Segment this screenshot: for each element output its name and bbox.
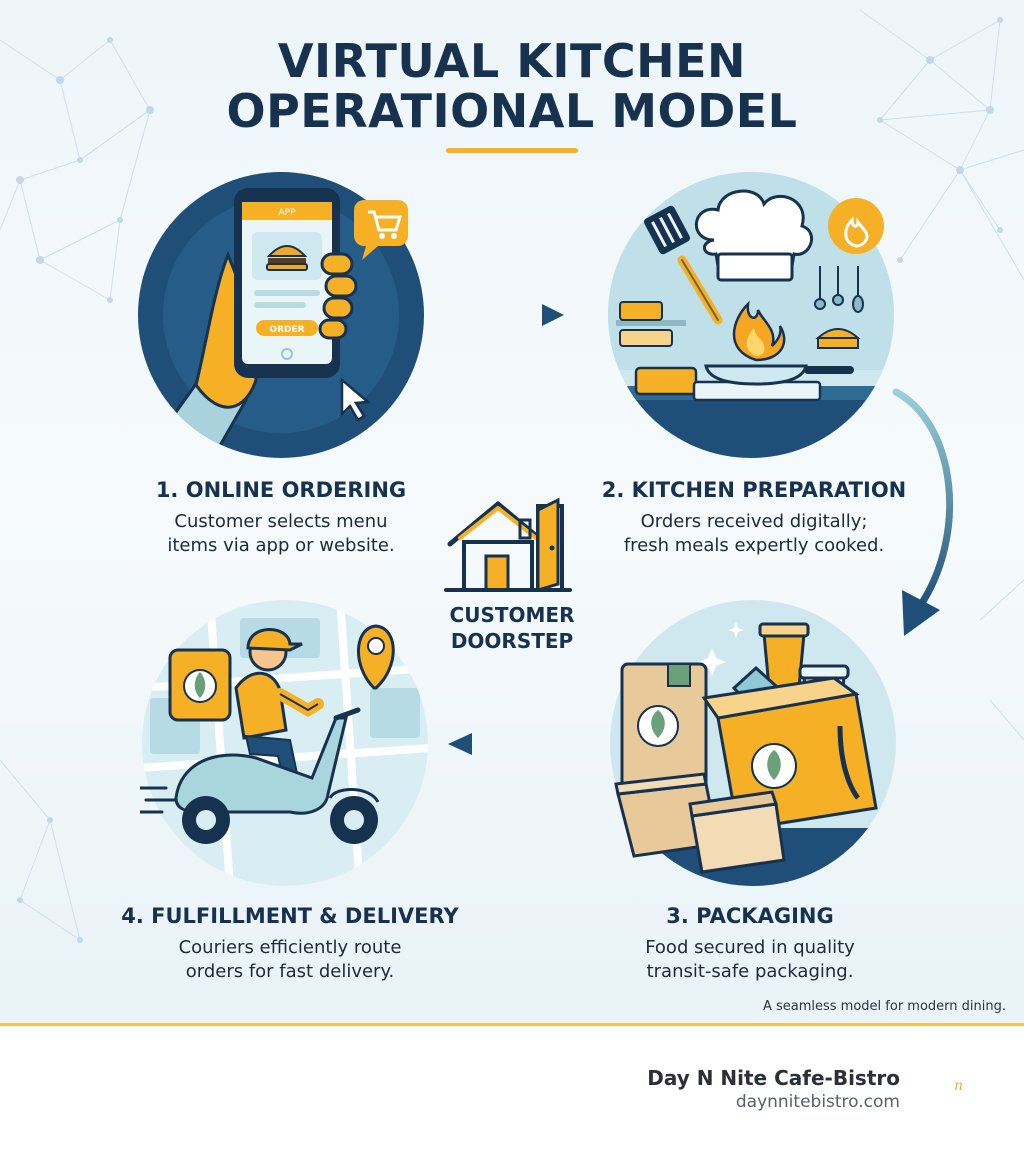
step-3-desc-line-2: transit-safe packaging. [646,961,854,982]
network-background [0,9,1024,943]
footer-divider [0,1023,1024,1026]
step-4-title: 4. FULFILLMENT & DELIVERY [121,904,459,928]
food-box-icon [614,772,786,874]
brand-url[interactable]: daynnitebistro.com [735,1092,900,1112]
step-3-desc-line-1: Food secured in quality [645,937,855,958]
brand-logo-mark: n [954,1078,964,1094]
doorstep-line-2: DOORSTEP [450,629,574,653]
step-2-desc-line-2: fresh meals expertly cooked. [623,535,885,556]
step-2-illustration [606,170,896,460]
house-icon [444,497,572,593]
delivery-bag-icon [168,648,232,722]
cart-icon [354,200,408,260]
cursor-icon [340,377,372,422]
step-3-description: Food secured in quality transit-safe pac… [600,936,900,984]
step-1-title: 1. ONLINE ORDERING [155,478,407,502]
arrow-kitchen-to-packaging [892,388,954,636]
doorstep-line-1: CUSTOMER [449,603,575,627]
chef-hat-icon [695,189,814,282]
page-title: VIRTUAL KITCHEN OPERATIONAL MODEL [0,36,1024,136]
title-line-2: OPERATIONAL MODEL [226,84,798,138]
phone-order-button: ORDER [269,325,304,335]
map-pin-icon [357,624,395,690]
title-line-1: VIRTUAL KITCHEN [277,34,747,88]
step-2-description: Orders received digitally; fresh meals e… [588,510,920,558]
arrow-ordering-to-kitchen [441,304,564,326]
title-underline [446,148,578,153]
doorstep-label: CUSTOMER DOORSTEP [420,602,604,654]
burger-icon [266,245,308,271]
tagline: A seamless model for modern dining. [762,999,1006,1014]
step-1-description: Customer selects menu items via app or w… [120,510,442,558]
step-4-illustration [140,598,430,888]
step-1-desc-line-1: Customer selects menu [174,511,388,532]
spatula-icon [644,205,723,325]
step-3-title: 3. PACKAGING [666,904,834,928]
infographic-canvas: VIRTUAL KITCHEN OPERATIONAL MODEL APP [0,0,1024,1025]
step-1-illustration: APP ORDER [136,170,426,460]
paper-bag-icon [620,662,708,796]
brand-name: Day N Nite Cafe-Bistro [647,1066,900,1090]
leaf-icon [751,743,797,789]
pan-icon [704,364,854,386]
fire-icon [732,300,786,362]
step-4-description: Couriers efficiently route orders for fa… [102,936,478,984]
step-2-desc-line-1: Orders received digitally; [640,511,868,532]
phone-app-label: APP [278,208,296,218]
smartphone-icon: APP ORDER [234,188,340,378]
step-2-title: 2. KITCHEN PREPARATION [601,478,907,502]
step-4-desc-line-2: orders for fast delivery. [185,961,395,982]
step-1-desc-line-2: items via app or website. [167,535,395,556]
step-4-desc-line-1: Couriers efficiently route [178,937,402,958]
courier-scooter-icon [140,628,380,844]
step-3-illustration [608,598,898,888]
arrow-packaging-to-delivery [448,733,593,755]
